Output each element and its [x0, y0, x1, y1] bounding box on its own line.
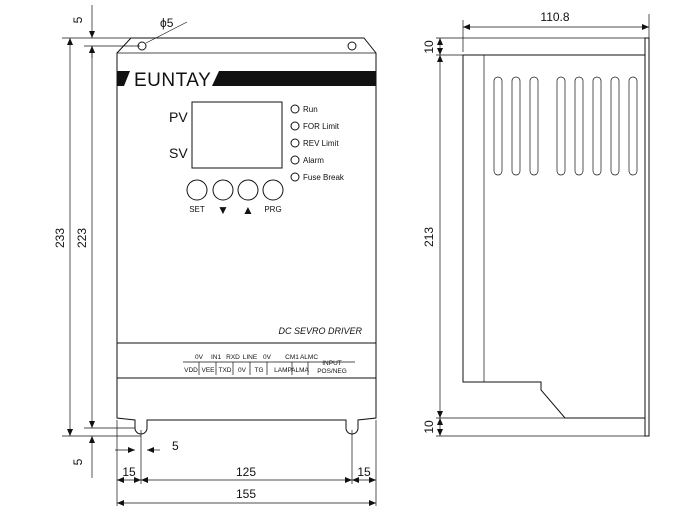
down-arrow-icon: ▼	[217, 203, 229, 217]
dim-side-depth: 110.8	[540, 10, 569, 24]
indicator-rev-limit: REV Limit	[303, 139, 339, 148]
indicator-alarm: Alarm	[303, 156, 324, 165]
brand-stripe-right	[212, 71, 376, 86]
terminal-bottom-vdd: VDD	[184, 367, 198, 374]
prg-button[interactable]	[262, 179, 284, 201]
side-view	[462, 37, 650, 437]
dim-slot-offset: 5	[172, 439, 179, 453]
rev-limit-led-icon	[290, 138, 300, 148]
dim-side-bottom: 10	[422, 420, 436, 434]
dim-bottom-margin: 5	[71, 458, 85, 465]
front-outline	[116, 37, 377, 435]
mount-hole-right	[347, 41, 357, 51]
front-view: EUNTAY PV SV Run FOR Limit REV Limit Ala…	[116, 37, 377, 435]
dim-left-edge: 15	[122, 465, 136, 479]
side-flange	[644, 37, 650, 437]
set-button[interactable]	[186, 179, 208, 201]
dim-total-width: 155	[236, 487, 256, 501]
side-dimensions: 110.8 10 213 10	[422, 10, 650, 437]
vent-slots	[493, 76, 638, 176]
alarm-led-icon	[290, 155, 300, 165]
down-button[interactable]	[212, 179, 234, 201]
terminal-top-cm1: CM1	[285, 354, 299, 361]
terminal-bottom-lamp: LAMP	[274, 367, 292, 374]
terminal-top-almc: ALMC	[300, 354, 318, 361]
display-window	[191, 101, 283, 169]
terminal-bottom-alma: ALMA	[291, 367, 309, 374]
terminal-bottom-tg: TG	[254, 367, 263, 374]
terminal-top-line: LINE	[243, 354, 258, 361]
dim-side-top: 10	[422, 40, 436, 54]
terminal-top-0v: 0V	[195, 354, 204, 361]
brand-stripe-left	[117, 71, 130, 86]
terminal-bottom-txd: TXD	[219, 367, 232, 374]
dim-side-height: 213	[422, 227, 436, 247]
indicator-fuse-break: Fuse Break	[303, 173, 345, 182]
input-label: INPUT	[322, 360, 342, 367]
indicator-for-limit: FOR Limit	[303, 122, 340, 131]
dim-hole-pitch: 125	[236, 465, 256, 479]
keypad: SET ▼ ▲ PRG	[186, 179, 284, 217]
input-pos-neg-label: POS/NEG	[317, 368, 347, 375]
dim-right-edge: 15	[357, 465, 371, 479]
terminal-top-0v-2: 0V	[263, 354, 272, 361]
up-button[interactable]	[237, 179, 259, 201]
side-outline	[462, 54, 645, 419]
terminal-top-in1: IN1	[211, 354, 222, 361]
sv-label: SV	[169, 145, 188, 161]
panel-title: DC SEVRO DRIVER	[278, 326, 362, 336]
up-arrow-icon: ▲	[242, 203, 254, 217]
prg-label: PRG	[264, 205, 281, 214]
terminal-block: 0V IN1 RXD LINE 0V CM1 ALMC VDD VEE TXD …	[183, 354, 355, 375]
terminal-bottom-0v: 0V	[238, 367, 247, 374]
dim-total-height: 233	[53, 228, 67, 248]
dim-top-margin: 5	[71, 16, 85, 23]
run-led-icon	[290, 104, 300, 114]
for-limit-led-icon	[290, 121, 300, 131]
fuse-break-led-icon	[290, 172, 300, 182]
dim-hole-diameter: ϕ5	[160, 16, 174, 30]
terminal-top-rxd: RXD	[226, 354, 240, 361]
set-label: SET	[189, 205, 205, 214]
front-dimensions: ϕ5 5 233 223 5 5 15 125 15	[53, 5, 377, 506]
indicator-run: Run	[303, 105, 318, 114]
indicator-list: Run FOR Limit REV Limit Alarm Fuse Break	[290, 104, 345, 182]
terminal-bottom-vee: VEE	[201, 367, 215, 374]
dim-inner-height: 223	[75, 228, 89, 248]
brand-logo: EUNTAY	[134, 70, 211, 91]
pv-label: PV	[169, 109, 188, 125]
